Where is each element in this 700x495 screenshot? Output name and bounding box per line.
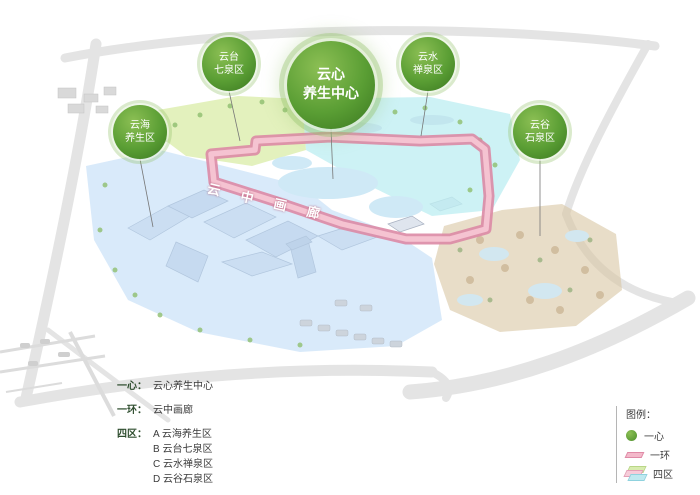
key-value: B 云台七泉区 — [153, 444, 213, 455]
bubble-label: 七泉区 — [214, 65, 244, 76]
bubble-label: 禅泉区 — [413, 65, 443, 76]
key-row-zone-a: 四区： A 云海养生区 — [117, 427, 213, 442]
key-row-zone-d: D 云谷石泉区 — [117, 472, 213, 487]
zone-bubble-yunshui: 云水 禅泉区 — [401, 37, 455, 91]
key-term: 一环： — [117, 405, 147, 416]
zone-d-overlay — [434, 204, 622, 332]
key-row-zone-b: B 云台七泉区 — [117, 442, 213, 457]
legend-item-ring: 一环 — [624, 445, 673, 464]
key-term: 一心： — [117, 381, 147, 392]
legend-item-zones: 四区 — [623, 464, 673, 483]
zone-bubble-yunhai: 云海 养生区 — [113, 105, 167, 159]
key-row-ring: 一环： 云中画廊 — [117, 403, 213, 418]
bubble-label: 石泉区 — [525, 133, 555, 144]
key-term — [117, 457, 153, 472]
gallery-ribbon — [205, 131, 495, 245]
legend-item-label: 一心 — [644, 432, 664, 443]
leader-lines — [139, 90, 541, 236]
key-value: A 云海养生区 — [153, 429, 212, 440]
key-row-center: 一心： 云心养生中心 — [117, 379, 213, 394]
legend-item-center: 一心 — [626, 426, 673, 445]
legend-item-label: 四区 — [653, 470, 673, 481]
zone-bubble-yuntai: 云台 七泉区 — [202, 37, 256, 91]
bubble-label: 云谷 — [530, 120, 550, 131]
zone-bubble-yungu: 云谷 石泉区 — [513, 105, 567, 159]
legend-item-label: 一环 — [650, 451, 670, 462]
bubble-label: 云海 — [130, 120, 150, 131]
plan-key: 一心： 云心养生中心 一环： 云中画廊 四区： A 云海养生区 B 云台七泉区 … — [117, 379, 213, 487]
boats — [20, 339, 70, 366]
key-term: 四区： — [117, 429, 147, 440]
key-value: C 云水禅泉区 — [153, 459, 213, 470]
bubble-label: 云水 — [418, 52, 438, 63]
bubble-label: 养生中心 — [303, 87, 359, 102]
small-buildings — [57, 86, 117, 114]
key-value: 云心养生中心 — [153, 381, 213, 392]
rocks — [466, 231, 604, 314]
key-row-zone-c: C 云水禅泉区 — [117, 457, 213, 472]
key-term — [117, 442, 153, 457]
key-value: D 云谷石泉区 — [153, 474, 213, 485]
legend-zones-icon — [623, 465, 648, 481]
key-term — [117, 472, 153, 487]
zone-a-overlay — [86, 150, 442, 352]
legend-circle-icon — [626, 430, 637, 441]
legend-ribbon-icon — [624, 451, 645, 458]
lakes — [272, 115, 589, 306]
map-legend: 图例： 一心 一环 四区 — [616, 406, 673, 483]
bubble-label: 养生区 — [125, 133, 155, 144]
bubble-label: 云台 — [219, 52, 239, 63]
zone-b-overlay — [154, 96, 306, 166]
legend-title: 图例： — [626, 410, 656, 421]
zone-bubble-yunxin-center: 云心 养生中心 — [287, 41, 375, 129]
key-value: 云中画廊 — [153, 405, 193, 416]
shrubs — [457, 237, 593, 303]
parked-cars — [299, 299, 403, 348]
bubble-label: 云心 — [317, 68, 345, 83]
